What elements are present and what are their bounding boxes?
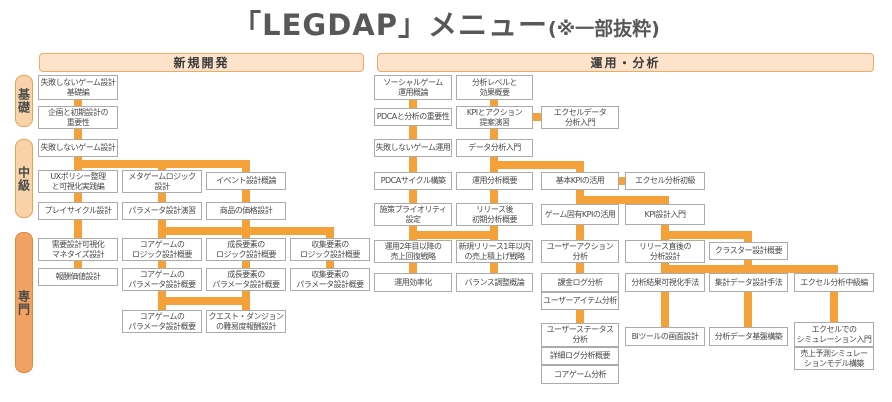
course-box: リリース後 初期分析概要	[456, 203, 533, 226]
course-box: クエスト・ダンジョン の難易度報酬設計	[206, 310, 286, 333]
connector	[661, 282, 669, 335]
course-box: コアゲームの パラメータ設計概要	[122, 310, 202, 333]
course-box: 運用2年目以降の 売上回復戦略	[374, 240, 452, 263]
connector	[158, 297, 250, 305]
course-box: エクセル分析初級	[625, 172, 705, 190]
course-box: 集計データ設計手法	[709, 273, 788, 292]
course-box: ユーザーアクション 分析	[541, 240, 619, 263]
course-box: 分析レベルと 効果概要	[456, 75, 533, 100]
connector	[661, 231, 752, 239]
course-box: 成長要素の パラメータ設計概要	[206, 268, 286, 291]
course-box: エクセル分析中級編	[794, 273, 874, 292]
connector	[158, 227, 334, 235]
section-header-new-dev: 新規開発	[39, 53, 364, 72]
course-box: 施策プライオリティ 設定	[374, 203, 452, 226]
connector	[158, 250, 166, 278]
course-box: プレイサイクル設計	[38, 202, 118, 220]
connector	[576, 218, 584, 250]
course-box: 成長要素の ロジック設計概要	[206, 238, 286, 261]
course-box: パラメータ設計演習	[122, 202, 202, 220]
course-box: バランス調整概論	[456, 273, 533, 292]
connector	[242, 162, 250, 176]
course-box: BIツールの画面設計	[625, 327, 705, 346]
connector	[242, 185, 250, 210]
page-title-main: 「LEGDAP」メニュー	[232, 8, 549, 42]
course-box: 収集要素の ロジック設計概要	[290, 238, 370, 261]
course-box: コアゲームの ロジック設計概要	[122, 238, 202, 261]
course-box: 収集要素の パラメータ設計概要	[290, 268, 370, 291]
connector	[409, 231, 498, 239]
course-box: 商品の価格設計	[206, 202, 286, 220]
connector	[576, 302, 584, 330]
course-box: ユーザーアイテム分析	[541, 292, 619, 310]
course-box: KPIとアクション 提案演習	[456, 106, 533, 129]
course-box: ソーシャルゲーム 運用概論	[374, 75, 452, 100]
level-pill-advanced: 専門	[15, 232, 33, 373]
course-box: PDCAサイクル構築	[374, 172, 452, 190]
course-box: 新規リリース1年以内 の売上積上げ戦略	[456, 240, 533, 263]
connector	[576, 255, 584, 282]
connector	[830, 282, 838, 330]
course-box: クラスター設計概要	[709, 242, 788, 260]
connector	[530, 113, 544, 121]
connector	[576, 163, 584, 178]
connector	[242, 250, 250, 278]
connector	[158, 162, 166, 174]
course-box: PDCAと分析の重要性	[374, 108, 452, 126]
course-box: イベント設計概論	[206, 172, 286, 190]
page-title: 「LEGDAP」メニュー(※一部抜粋)	[0, 2, 892, 44]
course-box: コアゲームの パラメータ設計概要	[122, 268, 202, 291]
course-box: 失敗しないゲーム設計 基礎編	[38, 75, 118, 100]
course-box: UXポリシー整理 と可視化実践編	[38, 170, 118, 193]
connector	[326, 250, 334, 278]
course-box: ユーザーステータス 分析	[541, 323, 619, 347]
connector	[744, 282, 752, 335]
connector	[744, 233, 752, 248]
course-box: 基本KPIの活用	[541, 172, 619, 190]
course-box: 課金ログ分析	[541, 273, 619, 292]
course-box: 需要設計可視化 マネタイズ設計	[38, 238, 118, 261]
course-box: 失敗しないゲーム設計	[38, 139, 118, 157]
course-box: データ分析入門	[456, 139, 533, 157]
connector	[326, 229, 334, 242]
connector	[490, 161, 584, 169]
course-box: メタゲームロジック 設計	[122, 170, 202, 193]
course-box: 企画と初期設計の 重要性	[38, 106, 118, 129]
course-box: 売上予測シミュレー ションモデル構築	[794, 347, 874, 370]
connector	[576, 196, 669, 204]
course-box: ゲーム固有KPIの活用	[541, 204, 619, 225]
course-box: コアゲーム分析	[541, 365, 619, 384]
connector	[158, 185, 166, 210]
level-pill-basic: 基礎	[15, 75, 33, 127]
section-header-ops-analysis: 運用・分析	[377, 53, 874, 72]
course-box: エクセルデータ 分析入門	[541, 106, 619, 129]
connector	[615, 177, 629, 185]
course-box: 運用分析概要	[456, 172, 533, 190]
course-box: 分析データ基盤構築	[709, 327, 788, 346]
course-box: 失敗しないゲーム運用	[374, 139, 452, 157]
course-box: 詳細ログ分析概要	[541, 347, 619, 365]
course-box: 報酬価値設計	[38, 268, 118, 286]
course-box: リリース直後の 分析設計	[625, 240, 705, 263]
connector	[744, 255, 752, 282]
page-title-suffix: (※一部抜粋)	[548, 18, 660, 40]
course-box: エクセルでの シミュレーション入門	[794, 322, 874, 347]
level-pill-intermediate: 中級	[15, 139, 33, 218]
course-box: 分析結果可視化手法	[625, 273, 705, 292]
course-box: KPI設計入門	[625, 204, 705, 225]
course-box: 運用効率化	[374, 273, 452, 292]
